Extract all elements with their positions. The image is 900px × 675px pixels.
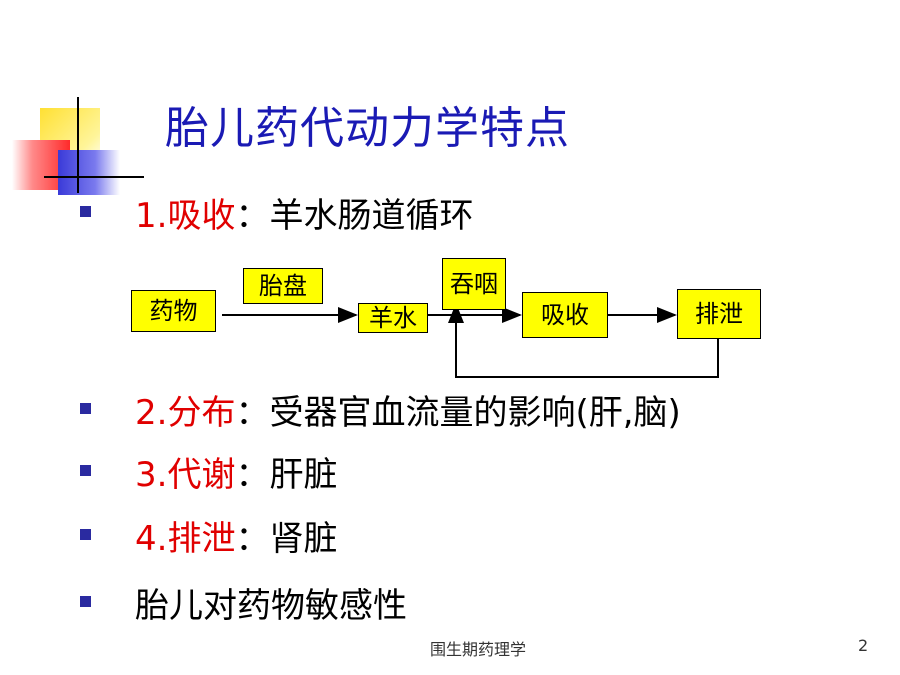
bullet-marker-5 [80,596,91,607]
bullet-separator-1: ： [235,196,270,236]
slide-title: 胎儿药代动力学特点 [165,103,570,154]
page-number: 2 [858,636,869,655]
slide-footer: 围生期药理学 [430,640,527,659]
corner-decoration-vertical-line [77,97,79,193]
flow-box-amniotic-fluid: 羊水 [358,303,428,333]
bullet-text-3: 肝脏 [269,455,338,495]
bullet-label-4: 4.排泄 [135,519,236,559]
bullet-item-4: 4.排泄：肾脏 [135,511,337,560]
corner-decoration-blue [58,150,120,195]
bullet-marker-2 [80,403,91,414]
bullet-text-1: 羊水肠道循环 [269,196,474,236]
bullet-item-2: 2.分布：受器官血流量的影响(肝,脑) [135,385,681,434]
bullet-item-3: 3.代谢：肝脏 [135,447,337,496]
flow-box-excretion: 排泄 [677,289,761,339]
flow-box-swallow: 吞咽 [442,258,506,310]
flow-box-drug: 药物 [131,290,216,332]
bullet-text-2: 受器官血流量的影响(肝,脑) [269,393,681,433]
bullet-item-5: 胎儿对药物敏感性 [135,578,407,627]
bullet-separator-2: ： [235,393,270,433]
bullet-text-4: 肾脏 [269,519,338,559]
bullet-text-5: 胎儿对药物敏感性 [135,586,407,626]
flow-box-placenta: 胎盘 [243,268,323,304]
bullet-marker-1 [80,206,91,217]
bullet-marker-3 [80,465,91,476]
bullet-item-1: 1.吸收：羊水肠道循环 [135,188,473,237]
bullet-separator-4: ： [235,519,270,559]
flow-box-absorption: 吸收 [522,292,608,338]
bullet-marker-4 [80,529,91,540]
bullet-label-1: 1.吸收 [135,196,236,236]
bullet-label-2: 2.分布 [135,393,236,433]
bullet-separator-3: ： [235,455,270,495]
corner-decoration-horizontal-line [44,176,144,178]
bullet-label-3: 3.代谢 [135,455,236,495]
